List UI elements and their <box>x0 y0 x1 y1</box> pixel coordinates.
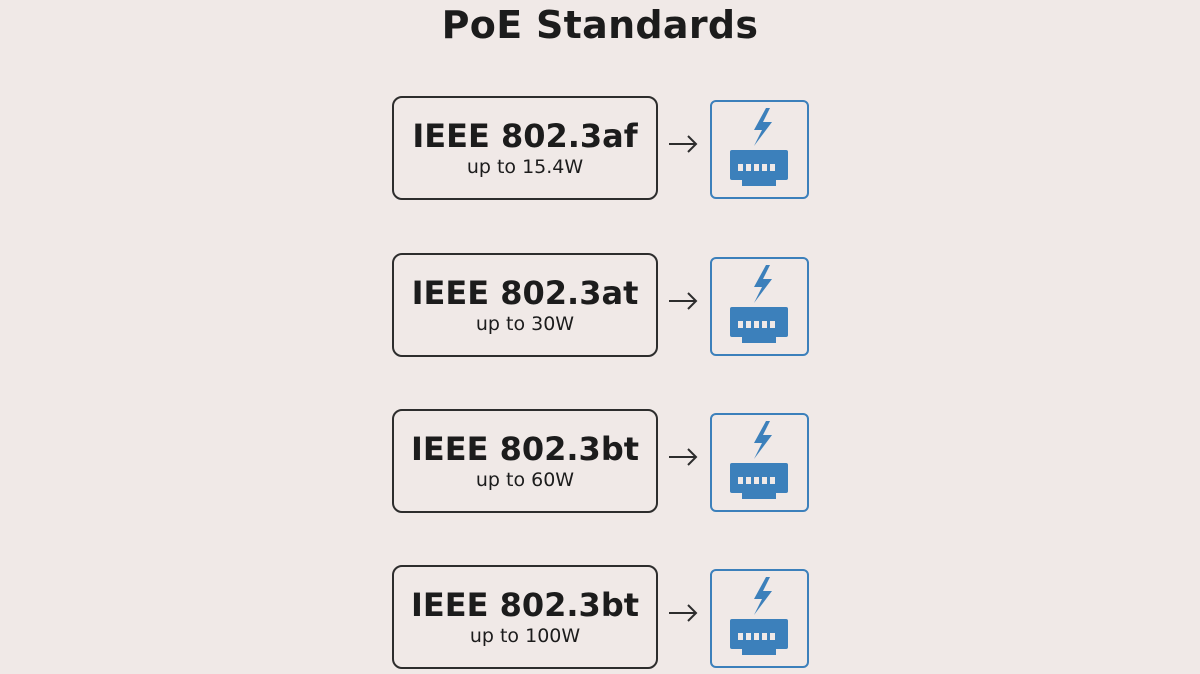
standard-power: up to 100W <box>469 625 581 647</box>
standard-power: up to 60W <box>475 469 575 491</box>
standard-row-bt-100: IEEE 802.3bt up to 100W <box>392 565 812 673</box>
standard-name: IEEE 802.3bt <box>410 586 640 624</box>
page-title: PoE Standards <box>441 3 759 47</box>
poe-switch-icon <box>710 569 809 668</box>
poe-switch-icon <box>710 413 809 512</box>
arrow-right-icon <box>669 448 698 466</box>
poe-switch-icon <box>710 257 809 356</box>
arrow-right-icon <box>669 604 698 622</box>
standard-power: up to 15.4W <box>466 156 584 178</box>
standard-box: IEEE 802.3af up to 15.4W <box>392 96 658 200</box>
standard-name: IEEE 802.3bt <box>410 430 640 468</box>
standard-row-af: IEEE 802.3af up to 15.4W <box>392 96 812 204</box>
standard-name: IEEE 802.3af <box>412 117 638 155</box>
standard-box: IEEE 802.3bt up to 60W <box>392 409 658 513</box>
standard-box: IEEE 802.3bt up to 100W <box>392 565 658 669</box>
arrow-right-icon <box>669 135 698 153</box>
standard-row-bt-60: IEEE 802.3bt up to 60W <box>392 409 812 517</box>
standard-box: IEEE 802.3at up to 30W <box>392 253 658 357</box>
standard-name: IEEE 802.3at <box>411 274 639 312</box>
standard-power: up to 30W <box>475 313 575 335</box>
standard-row-at: IEEE 802.3at up to 30W <box>392 253 812 361</box>
poe-switch-icon <box>710 100 809 199</box>
arrow-right-icon <box>669 292 698 310</box>
